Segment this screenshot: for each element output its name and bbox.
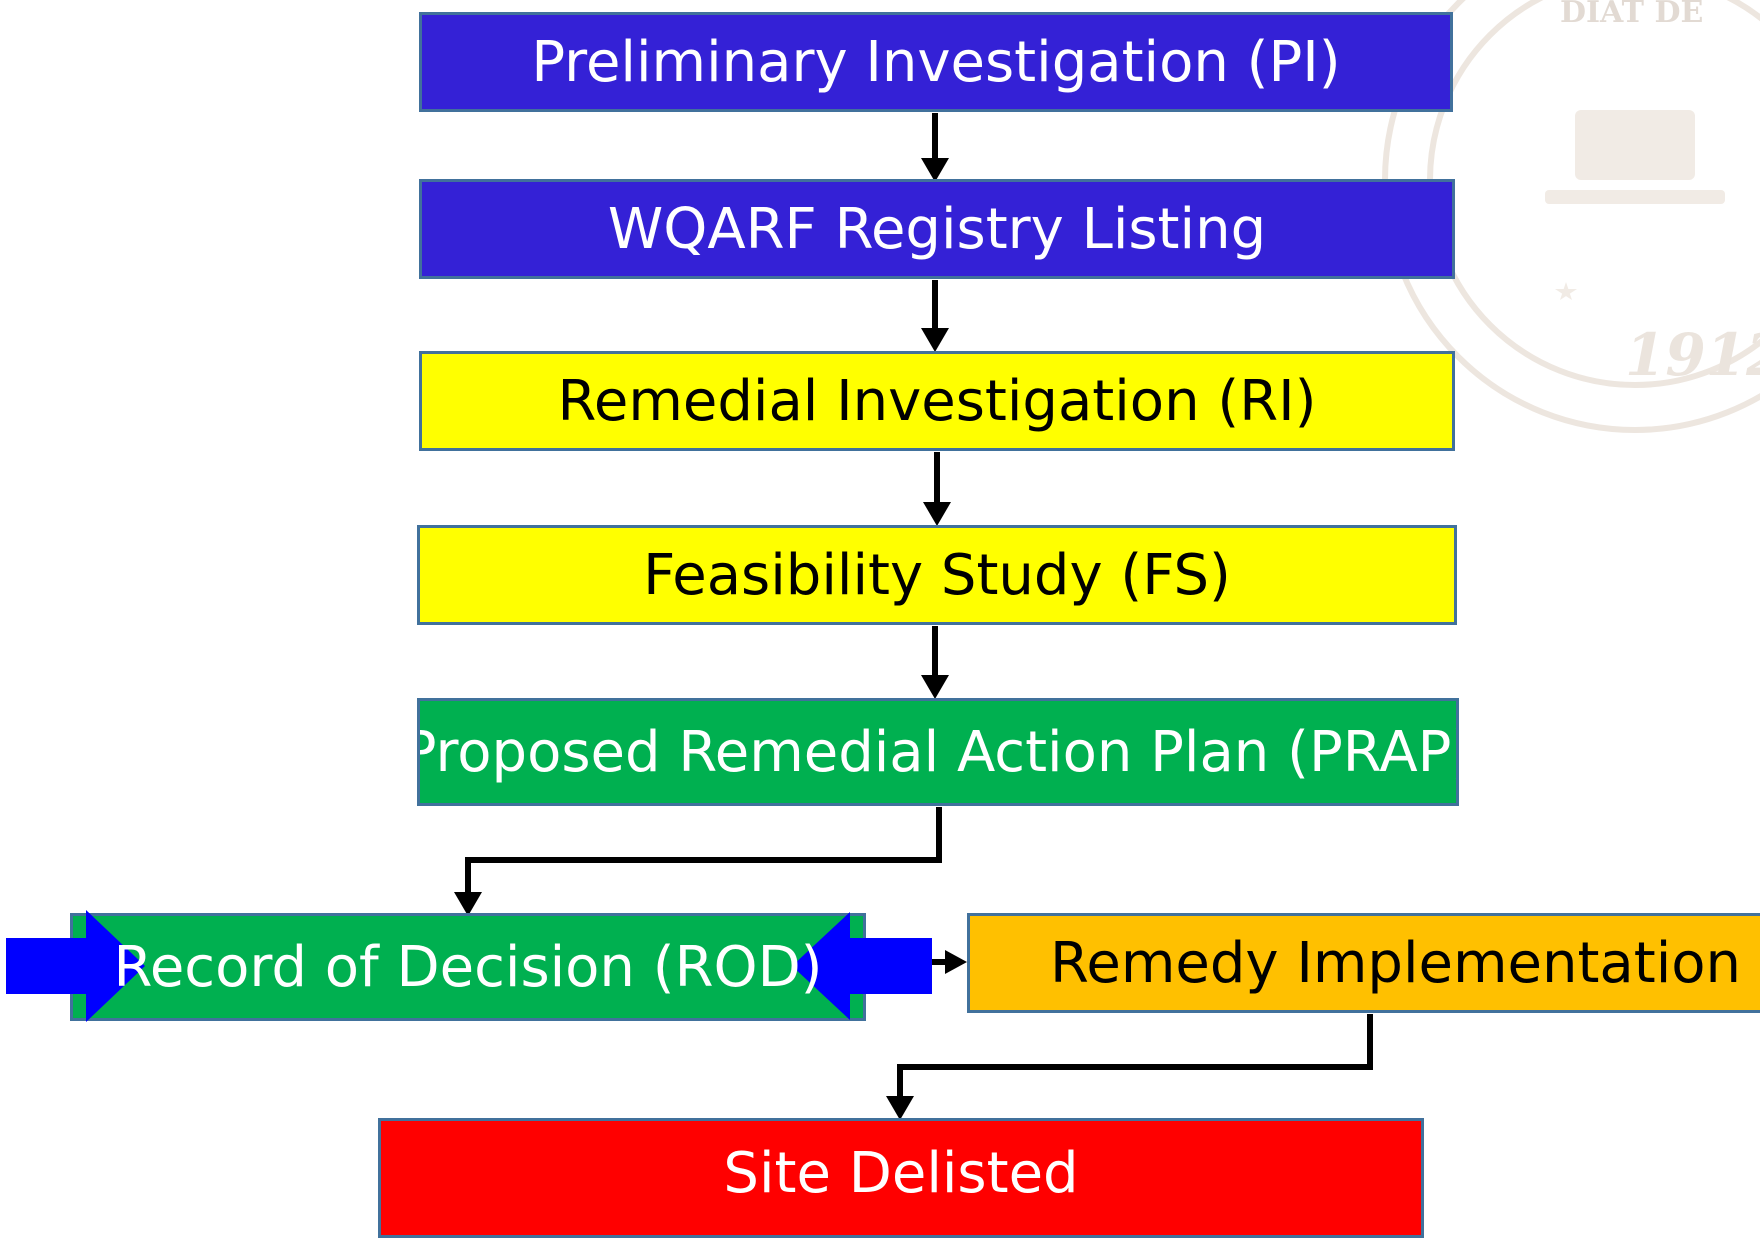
- step-proposed-remedial-action-plan: Proposed Remedial Action Plan (PRAP): [417, 698, 1459, 806]
- step-remedy-implementation: Remedy Implementation: [967, 913, 1760, 1013]
- arrowhead-rem: [945, 950, 967, 974]
- step-record-of-decision: Record of Decision (ROD): [70, 913, 866, 1021]
- arrowhead-rod: [454, 892, 482, 916]
- step-label: Record of Decision (ROD): [113, 934, 823, 1000]
- arrowhead-fs: [923, 502, 951, 526]
- step-feasibility-study: Feasibility Study (FS): [417, 525, 1457, 625]
- arrowhead-prap: [921, 675, 949, 699]
- step-label: WQARF Registry Listing: [607, 196, 1267, 262]
- step-label: Preliminary Investigation (PI): [531, 29, 1341, 95]
- step-label: Feasibility Study (FS): [643, 542, 1231, 608]
- arrowhead-ri: [921, 328, 949, 352]
- arrow-prap-to-rod: [465, 807, 942, 894]
- step-wqarf-registry-listing: WQARF Registry Listing: [419, 179, 1455, 279]
- arrowhead-wq: [921, 158, 949, 182]
- step-site-delisted: Site Delisted: [378, 1118, 1424, 1238]
- step-remedial-investigation: Remedial Investigation (RI): [419, 351, 1455, 451]
- step-label: Proposed Remedial Action Plan (PRAP): [417, 719, 1459, 785]
- step-label: Site Delisted: [723, 1141, 1079, 1206]
- seal-top-text: DIAT DE: [1560, 0, 1703, 30]
- seal-year-text: 1912: [1625, 321, 1760, 389]
- step-preliminary-investigation: Preliminary Investigation (PI): [419, 12, 1453, 112]
- step-label: Remedy Implementation: [1050, 930, 1742, 996]
- arrow-rem-to-del: [897, 1014, 1373, 1098]
- arrowhead-del: [886, 1096, 914, 1120]
- step-label: Remedial Investigation (RI): [557, 368, 1317, 434]
